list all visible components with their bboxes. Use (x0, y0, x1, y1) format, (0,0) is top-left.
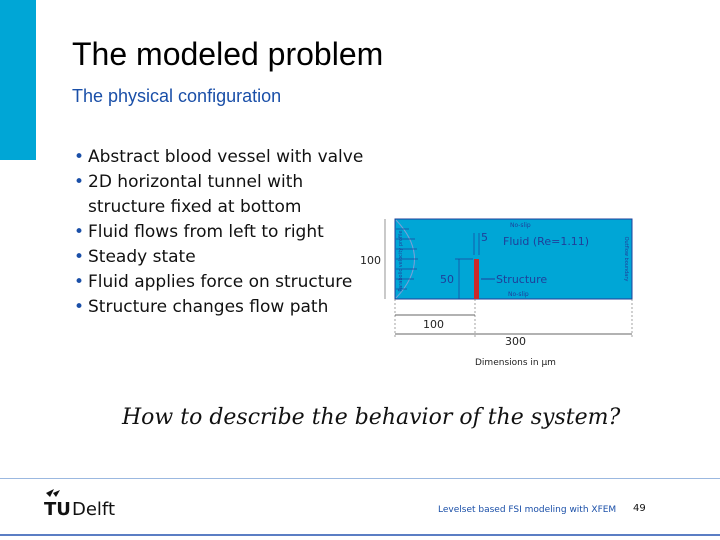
dim-structure-width: 5 (481, 231, 488, 244)
fluid-label: Fluid (Re=1.11) (503, 235, 589, 248)
bullet-item: Fluid flows from left to right (72, 220, 372, 245)
inflow-label: Parabolic velocity profile (398, 230, 404, 291)
svg-text:TU: TU (44, 499, 71, 519)
dim-structure-height: 50 (440, 273, 454, 286)
structure (474, 259, 479, 299)
dim-length: 300 (505, 335, 526, 348)
structure-label: Structure (496, 273, 547, 286)
page-number: 49 (633, 503, 646, 514)
channel-diagram: Parabolic velocity profile Outflow bound… (360, 218, 633, 348)
dim-position: 100 (423, 318, 444, 331)
noslip-top-label: No-slip (510, 222, 531, 229)
bullet-item: Fluid applies force on structure (72, 270, 372, 295)
dim-height: 100 (360, 254, 381, 267)
bullet-item: Structure changes flow path (72, 295, 372, 320)
outflow-label: Outflow boundary (623, 237, 629, 282)
bullet-list: Abstract blood vessel with valve 2D hori… (72, 145, 372, 320)
accent-bar (0, 0, 36, 160)
tudelft-logo: TU Delft (44, 489, 115, 519)
slide-subtitle: The physical configuration (72, 86, 282, 106)
footer-bar (0, 534, 720, 536)
bullet-item: 2D horizontal tunnel with structure fixe… (72, 170, 372, 220)
bullet-item: Abstract blood vessel with valve (72, 145, 372, 170)
bullet-item: Steady state (72, 245, 372, 270)
figure-caption: Dimensions in µm (475, 358, 556, 368)
footer-divider (0, 478, 720, 479)
fluid-channel (394, 218, 633, 300)
question-text: How to describe the behavior of the syst… (122, 405, 621, 430)
slide-title: The modeled problem (72, 36, 384, 72)
svg-text:Delft: Delft (72, 499, 115, 519)
noslip-bottom-label: No-slip (508, 291, 529, 298)
footer-text: Levelset based FSI modeling with XFEM (438, 505, 617, 515)
